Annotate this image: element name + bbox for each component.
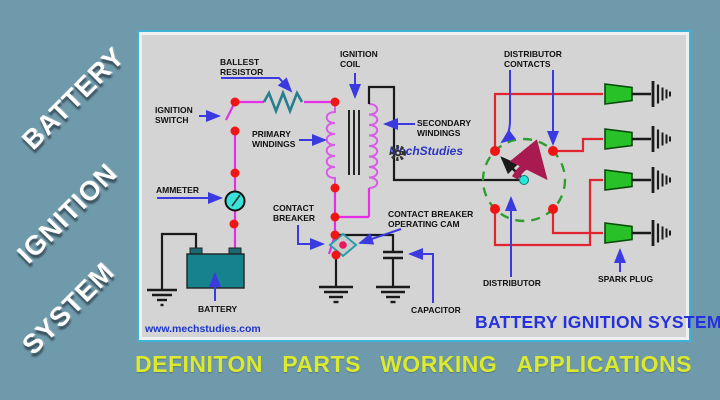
ballast-resistor <box>262 89 304 115</box>
ground-battery <box>147 288 177 307</box>
arrow-ballast-resistor <box>221 77 293 93</box>
ground-breaker <box>319 285 353 304</box>
high-tension-wires <box>160 85 519 290</box>
wire-battery-to-ground <box>160 232 198 290</box>
label-contact-breaker: CONTACT BREAKER <box>273 203 316 224</box>
capacitor <box>383 250 403 260</box>
wire-secondary-to-rotor <box>367 85 519 182</box>
arrow-distributor-contact-left <box>500 70 516 144</box>
footer-item-applications: APPLICATIONS <box>516 351 692 377</box>
spark-plug-wires <box>493 92 603 247</box>
spark-plug-4 <box>603 218 672 248</box>
watermark-text: MechStudies <box>389 144 464 158</box>
contact-breaker-cam <box>328 232 358 258</box>
arrow-operating-cam <box>358 228 402 245</box>
cam-center-dot <box>339 241 347 249</box>
label-primary-windings: PRIMARY WINDINGS <box>252 129 296 150</box>
spark-plug-1 <box>603 79 672 109</box>
label-distributor-contacts: DISTRIBUTOR CONTACTS <box>504 49 562 70</box>
label-ballast-resistor: BALLEST RESISTOR <box>220 57 264 78</box>
wire-breaker-to-capacitor <box>335 233 395 251</box>
wire-plug-3 <box>493 178 603 247</box>
primary-winding-coil <box>325 102 336 188</box>
spark-plug-3 <box>603 165 672 195</box>
ammeter <box>224 190 246 212</box>
footer-topics: DEFINITON PARTS WORKING APPLICATIONS <box>135 351 692 377</box>
circuit-svg <box>147 70 672 307</box>
wire-coil-to-breaker <box>333 188 371 235</box>
footer-item-parts: PARTS <box>282 351 361 377</box>
junction-dots <box>229 97 558 260</box>
rotor-center-dot <box>519 175 529 185</box>
label-ignition-coil: IGNITION COIL <box>340 49 378 70</box>
distributor-contact-4 <box>548 204 558 214</box>
low-tension-wires <box>225 100 371 255</box>
rotation-arrow <box>509 139 548 181</box>
ground-capacitor <box>376 285 410 304</box>
arrow-capacitor <box>408 248 434 303</box>
distributor-contact-1 <box>490 146 500 156</box>
label-contact-breaker-operating-cam: CONTACT BREAKER OPERATING CAM <box>388 209 474 230</box>
spark-plug-2 <box>603 124 672 154</box>
ammeter-needle <box>231 194 241 207</box>
label-ammeter: AMMETER <box>156 185 199 195</box>
arrow-contact-breaker <box>297 225 325 250</box>
label-distributor: DISTRIBUTOR <box>483 278 541 288</box>
secondary-winding-coil <box>368 103 379 189</box>
label-spark-plug: SPARK PLUG <box>598 274 654 284</box>
label-secondary-windings: SECONDARY WINDINGS <box>417 118 471 139</box>
wire-plug-2 <box>553 137 603 153</box>
mechstudies-logo: MechStudies <box>389 144 464 161</box>
label-battery: BATTERY <box>198 304 238 314</box>
footer-item-definition: DEFINITON <box>135 351 264 377</box>
distributor-circle <box>481 137 567 223</box>
wire-plug-4 <box>551 209 603 235</box>
distributor-contact-3 <box>490 204 500 214</box>
gear-icon <box>390 145 406 161</box>
label-capacitor: CAPACITOR <box>411 305 461 315</box>
label-ignition-switch: IGNITION SWITCH <box>155 105 193 126</box>
website-link[interactable]: www.mechstudies.com <box>145 323 261 335</box>
diagram-title: BATTERY IGNITION SYSTEM <box>475 312 720 332</box>
ignition-coil-core <box>348 110 360 175</box>
circuit-diagram-panel: IGNITION SWITCH BALLEST RESISTOR IGNITIO… <box>137 30 720 342</box>
annotation-arrows <box>157 70 626 303</box>
distributor-contact-2 <box>548 146 558 156</box>
wire-plug-1 <box>493 92 603 151</box>
footer-item-working: WORKING <box>380 351 498 377</box>
